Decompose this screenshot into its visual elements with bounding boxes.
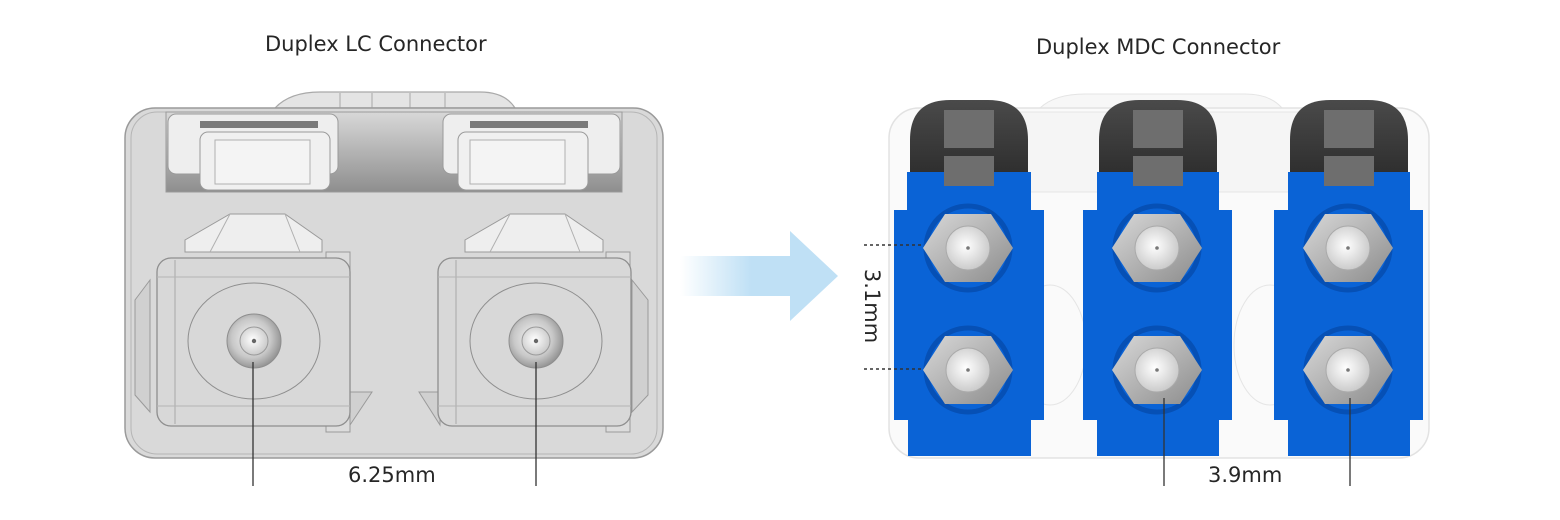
lc-latch-right	[442, 113, 621, 191]
transition-arrow-icon	[680, 231, 838, 321]
mdc-dimension-lines	[864, 244, 1351, 486]
lc-latch-left	[167, 113, 339, 191]
mdc-connector-2	[1083, 100, 1232, 456]
lc-pitch-label: 6.25mm	[348, 463, 436, 487]
lc-connector-title: Duplex LC Connector	[265, 32, 487, 56]
mdc-connector-1	[894, 100, 1044, 456]
mdc-connector-title: Duplex MDC Connector	[1036, 35, 1281, 59]
lc-connector-body	[124, 91, 664, 459]
lc-dimension-lines	[252, 362, 537, 486]
mdc-pitch-label: 3.9mm	[1208, 463, 1283, 487]
mdc-connector-3	[1274, 100, 1423, 456]
lc-port-left	[134, 213, 373, 433]
lc-port-right	[418, 213, 649, 433]
mdc-vertical-pitch-label: 3.1mm	[860, 268, 885, 344]
